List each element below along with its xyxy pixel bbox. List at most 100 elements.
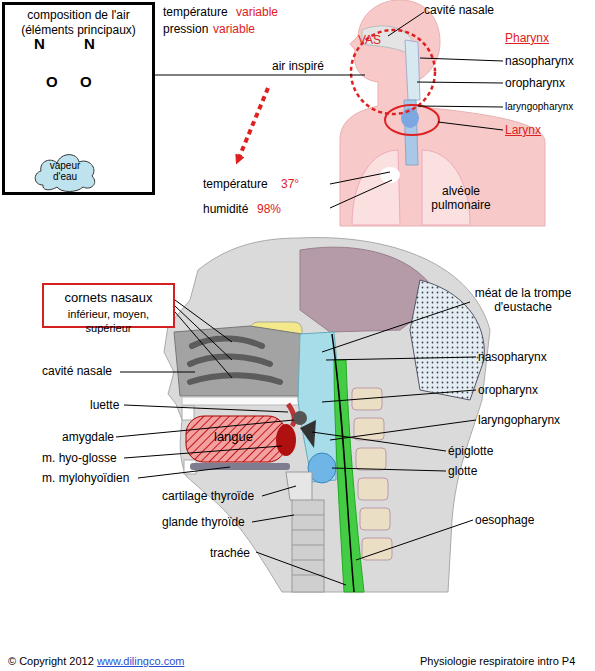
part-label: glande thyroïde <box>162 515 245 529</box>
leader-line <box>124 405 288 412</box>
node-text-wrap: inférieur, moyen, supérieur <box>44 307 173 335</box>
part-label: pression <box>163 22 208 36</box>
palate <box>182 397 302 405</box>
hyoglossus <box>276 424 296 456</box>
tracheal-ring <box>292 545 324 546</box>
mastoid <box>410 280 484 400</box>
leader-line <box>312 432 446 451</box>
leader-line <box>330 420 476 440</box>
part-label: glotte <box>448 464 477 478</box>
part-label: nasopharynx <box>505 54 574 68</box>
node-text: inférieur, moyen, supérieur <box>68 308 149 334</box>
node-text-wrap: composition de l'air (éléments principau… <box>5 8 152 38</box>
pharynx <box>405 40 420 100</box>
leader-line <box>326 357 476 360</box>
part-label: N <box>84 35 95 53</box>
turbinate <box>190 375 280 382</box>
part-label: cartilage thyroïde <box>162 489 254 503</box>
part-label: cavité nasale <box>424 3 494 17</box>
trachea <box>292 500 324 592</box>
leader-line <box>138 467 230 478</box>
cloud-outline <box>35 155 94 192</box>
leader-lines-top <box>155 12 503 208</box>
air-line <box>155 75 365 76</box>
tracheal-ring <box>292 515 324 516</box>
part-label: laryngopharynx <box>505 101 573 113</box>
node-text: vapeur d'eau <box>44 160 86 182</box>
part-label: cavité nasale <box>42 364 112 378</box>
leader-line <box>322 390 476 402</box>
tracheal-ring <box>292 530 324 531</box>
part-label: m. mylohyoïdien <box>42 471 129 485</box>
leader-lines-bottom <box>116 300 476 585</box>
part-label: N <box>34 35 45 53</box>
leader-line <box>120 372 195 373</box>
part-label: variable <box>213 22 255 36</box>
vertebra <box>356 448 386 470</box>
part-label: Physiologie respiratoire intro P4 <box>420 655 575 668</box>
leader-line <box>332 468 446 471</box>
part-label: VAS <box>358 33 381 47</box>
leader-line <box>322 302 470 352</box>
vertebra <box>358 478 388 500</box>
node-text: composition de l'air (éléments principau… <box>21 8 136 37</box>
tracheal-ring <box>292 560 324 561</box>
head-outline <box>164 238 490 592</box>
tonsil <box>293 411 307 425</box>
part-label: 37° <box>281 177 299 191</box>
leader-line <box>124 446 282 458</box>
part-label: langue <box>214 429 253 445</box>
part-label: température <box>163 5 228 19</box>
part-label: oropharynx <box>478 383 538 397</box>
head-section <box>164 238 490 592</box>
part-label: épiglotte <box>448 444 493 458</box>
part-label: air inspiré <box>272 59 324 73</box>
part-label: Larynx <box>505 123 541 137</box>
part-label: nasopharynx <box>478 350 547 364</box>
vertebra <box>354 418 384 440</box>
dashed-arrow <box>238 88 268 160</box>
part-label: Pharynx <box>505 31 549 45</box>
part-label: O <box>80 73 92 91</box>
uvula <box>288 404 294 426</box>
leader-line <box>175 306 232 360</box>
part-label: amygdale <box>62 430 114 444</box>
leader-line <box>418 106 503 107</box>
nasal-turbinates-box: cornets nasauxinférieur, moyen, supérieu… <box>42 283 175 328</box>
leader-line <box>330 180 392 208</box>
leader-line <box>388 12 424 36</box>
nasal-cavity <box>174 326 302 396</box>
leader-line <box>116 420 294 437</box>
leader-line <box>175 312 232 378</box>
part-label: m. hyo-glosse <box>42 451 117 465</box>
larynx-ellipse <box>385 105 439 135</box>
part-label: luette <box>90 398 119 412</box>
part-label: laryngopharynx <box>478 413 560 427</box>
leader-line <box>417 82 503 83</box>
leader-line <box>438 122 503 130</box>
leader-line <box>356 520 473 560</box>
air-composition-box: composition de l'air (éléments principau… <box>2 2 155 195</box>
part-label: trachée <box>210 546 250 560</box>
turbinate <box>192 338 262 346</box>
part-label: © Copyright 2012 <box>8 655 94 668</box>
part-label: O <box>46 73 58 91</box>
mylohyoid <box>190 463 290 470</box>
larynx <box>401 108 419 128</box>
water-vapor-cloud: vapeur d'eau <box>31 149 99 193</box>
leader-line <box>175 300 232 342</box>
leader-line <box>420 58 503 61</box>
part-label: température <box>203 177 268 191</box>
part-label: 98% <box>257 202 281 216</box>
vertebra <box>360 508 390 530</box>
airway <box>298 332 337 482</box>
leader-line <box>262 486 296 496</box>
part-label: humidité <box>203 202 248 216</box>
pharyngeal-wall <box>332 334 354 592</box>
tongue <box>186 416 286 462</box>
node-text: cornets nasaux <box>64 290 152 305</box>
leader-line <box>330 172 390 184</box>
leader-line <box>252 515 294 522</box>
part-label: oropharynx <box>505 76 565 90</box>
